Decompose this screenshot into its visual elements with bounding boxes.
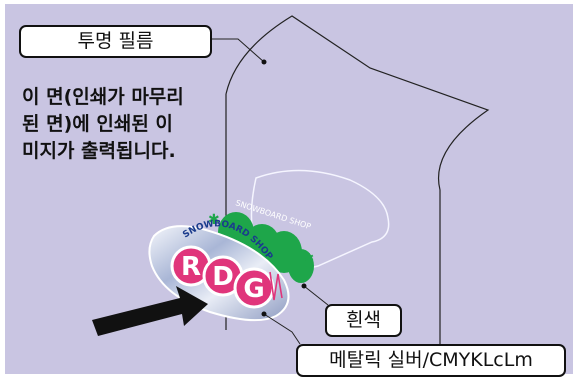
print-side-description: 이 면(인쇄가 마무리 된 면)에 인쇄된 이 미지가 출력됩니다. bbox=[22, 84, 222, 165]
white-label: 흰색 bbox=[325, 304, 402, 337]
diagram-background bbox=[5, 4, 573, 374]
film-label: 투명 필름 bbox=[19, 25, 212, 58]
description-line: 이 면(인쇄가 마무리 bbox=[22, 86, 184, 108]
film-leader-line bbox=[210, 38, 265, 63]
white-leader-line bbox=[303, 285, 329, 306]
direction-arrow bbox=[92, 286, 208, 336]
film-leader-dot bbox=[261, 59, 267, 65]
svg-text:✱: ✱ bbox=[304, 251, 314, 265]
letter-d: D bbox=[212, 262, 234, 292]
description-line: 된 면)에 인쇄된 이 bbox=[22, 113, 173, 135]
letter-r: R bbox=[181, 252, 201, 282]
metallic-leader-line bbox=[263, 313, 301, 345]
description-line: 미지가 출력됩니다. bbox=[22, 140, 176, 162]
svg-text:✱: ✱ bbox=[208, 212, 220, 228]
metallic-silver-label: 메탈릭 실버/CMYKLcLm bbox=[296, 344, 566, 377]
letter-g: G bbox=[243, 274, 264, 304]
